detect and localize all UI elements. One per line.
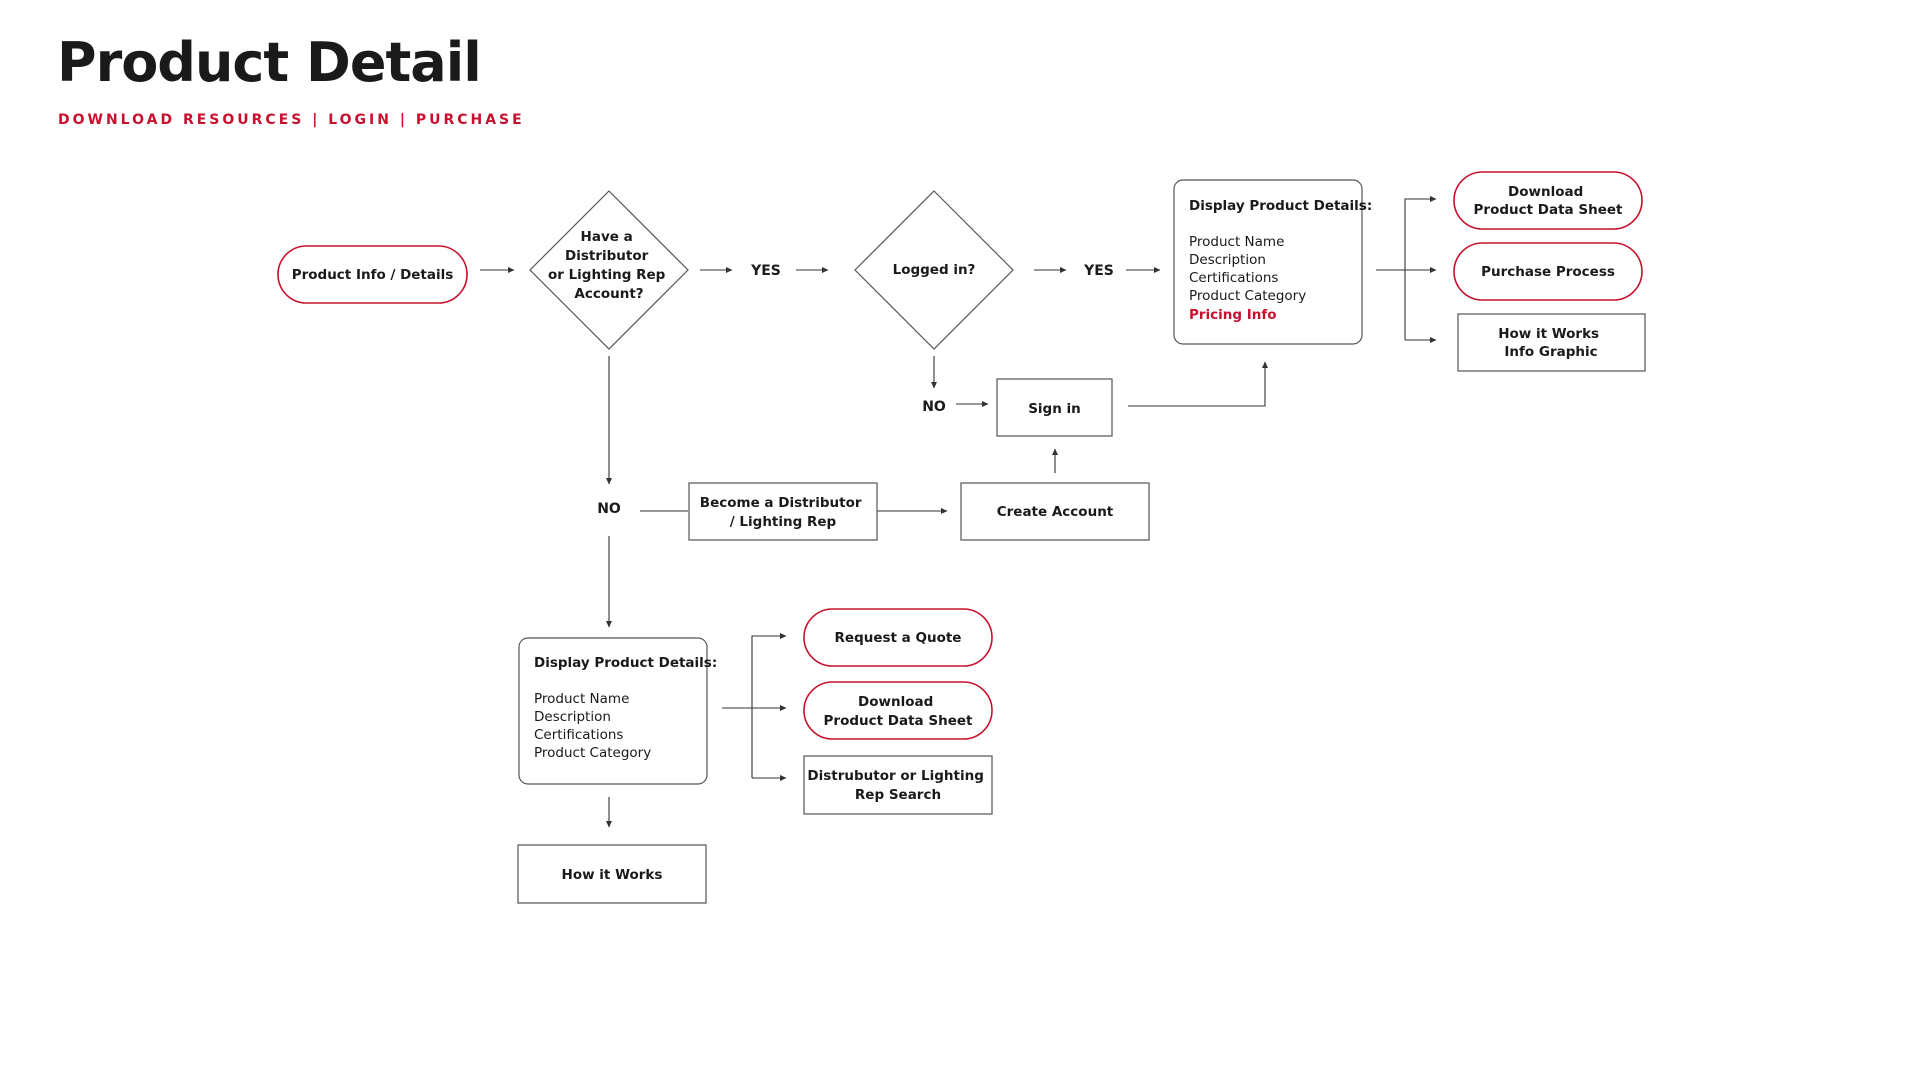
display-basic-item: Product Name bbox=[534, 691, 629, 707]
node-download-bottom-label: Download Product Data Sheet bbox=[824, 694, 973, 729]
page-subtitle: DOWNLOAD RESOURCES | LOGIN | PURCHASE bbox=[58, 112, 525, 128]
display-full-item: Description bbox=[1189, 252, 1266, 268]
node-request-quote-label: Request a Quote bbox=[835, 630, 962, 646]
label-yes-2: YES bbox=[1083, 263, 1114, 279]
edge-display-to-download bbox=[1404, 196, 1437, 340]
display-full-item: Product Name bbox=[1189, 234, 1284, 250]
decision-logged-in: Logged in? bbox=[854, 190, 1014, 350]
display-basic-item: Description bbox=[534, 709, 611, 725]
decision-logged-in-label: Logged in? bbox=[893, 262, 976, 278]
node-rep-search[interactable]: Distrubutor or Lighting Rep Search bbox=[803, 755, 993, 815]
node-rep-search-label: Distrubutor or Lighting Rep Search bbox=[807, 768, 988, 803]
node-download-bottom[interactable]: Download Product Data Sheet bbox=[803, 681, 993, 740]
label-no-1: NO bbox=[597, 501, 621, 517]
node-sign-in-label: Sign in bbox=[1028, 401, 1081, 417]
node-how-it-works-info-label: How it Works Info Graphic bbox=[1498, 326, 1604, 360]
decision-have-account: Have a Distributor or Lighting Rep Accou… bbox=[529, 190, 689, 350]
node-create-account[interactable]: Create Account bbox=[960, 482, 1150, 541]
node-how-it-works[interactable]: How it Works bbox=[517, 844, 707, 904]
edge-signin-to-display bbox=[1128, 361, 1268, 407]
display-basic-item: Certifications bbox=[534, 727, 623, 743]
display-basic-item: Product Category bbox=[534, 745, 651, 761]
display-full-heading: Display Product Details: bbox=[1189, 198, 1372, 214]
node-purchase-process-label: Purchase Process bbox=[1481, 264, 1615, 280]
display-full-pricing: Pricing Info bbox=[1189, 307, 1277, 323]
display-product-details-basic: Display Product Details: Product Name De… bbox=[518, 637, 717, 785]
node-become-distributor[interactable]: Become a Distributor / Lighting Rep bbox=[688, 482, 878, 541]
node-how-it-works-info: How it Works Info Graphic bbox=[1457, 313, 1646, 372]
edge-basic-to-quote bbox=[751, 633, 787, 778]
node-how-it-works-label: How it Works bbox=[562, 867, 663, 883]
node-download-top-label: Download Product Data Sheet bbox=[1474, 184, 1623, 218]
node-download-top[interactable]: Download Product Data Sheet bbox=[1453, 171, 1643, 230]
node-create-account-label: Create Account bbox=[997, 504, 1114, 520]
label-yes-1: YES bbox=[750, 263, 781, 279]
node-product-info[interactable]: Product Info / Details bbox=[277, 245, 468, 304]
node-request-quote[interactable]: Request a Quote bbox=[803, 608, 993, 667]
display-full-item: Product Category bbox=[1189, 288, 1306, 304]
node-product-info-label: Product Info / Details bbox=[292, 267, 454, 283]
decision-have-account-label: Have a Distributor or Lighting Rep Accou… bbox=[548, 229, 670, 302]
node-sign-in[interactable]: Sign in bbox=[996, 378, 1113, 437]
display-full-item: Certifications bbox=[1189, 270, 1278, 286]
node-purchase-process[interactable]: Purchase Process bbox=[1453, 242, 1643, 301]
display-basic-heading: Display Product Details: bbox=[534, 655, 717, 671]
edges bbox=[480, 196, 1437, 828]
node-become-distributor-label: Become a Distributor / Lighting Rep bbox=[700, 495, 866, 530]
page-title: Product Detail bbox=[57, 31, 482, 94]
label-no-2: NO bbox=[922, 399, 946, 415]
display-product-details-full: Display Product Details: Product Name De… bbox=[1173, 179, 1372, 345]
